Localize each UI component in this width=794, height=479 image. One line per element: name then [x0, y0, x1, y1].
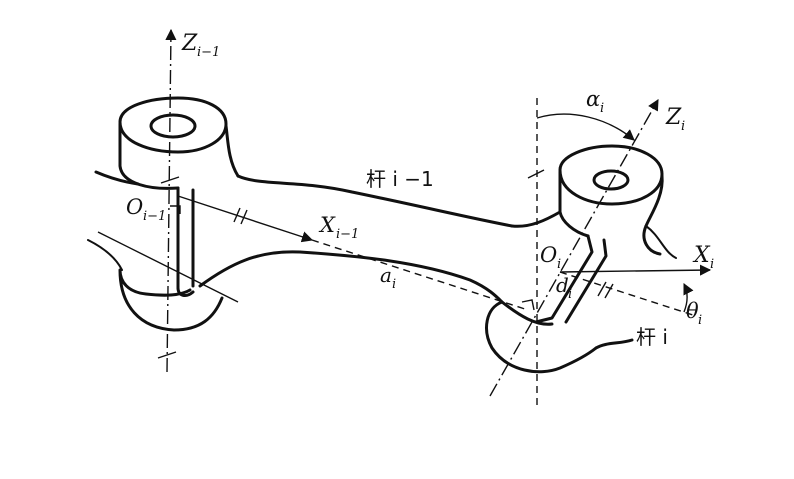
- left-hole: [149, 113, 197, 139]
- svg-text:i: i: [710, 257, 714, 272]
- svg-text:i−1: i−1: [143, 209, 166, 224]
- svg-text:O: O: [540, 243, 557, 267]
- x-prev-axis: [177, 195, 314, 243]
- left-bottom-cap: [118, 268, 224, 332]
- svg-text:i: i: [557, 257, 561, 272]
- label-z-prev: Z i−1: [181, 31, 220, 60]
- right-top-cap: [558, 144, 664, 206]
- z-prev-axis: [165, 28, 177, 373]
- right-hole: [592, 169, 630, 191]
- label-theta-i: θ i: [686, 299, 702, 328]
- svg-text:i: i: [568, 287, 572, 302]
- svg-text:α: α: [586, 87, 600, 111]
- svg-text:i: i: [392, 277, 396, 292]
- svg-text:θ: θ: [686, 299, 699, 323]
- svg-text:a: a: [380, 263, 392, 287]
- svg-text:i: i: [681, 119, 685, 134]
- label-d-i: d i: [556, 273, 572, 302]
- svg-text:X: X: [692, 243, 711, 268]
- label-o-prev: O i−1: [126, 195, 166, 224]
- label-x-prev: X i−1: [318, 213, 359, 242]
- svg-text:O: O: [126, 195, 143, 219]
- right-bottom-cap: [485, 300, 598, 374]
- label-link-prev: 杆 i −1: [366, 167, 434, 191]
- common-normal-a: [311, 239, 529, 311]
- theta-arc: [683, 282, 694, 313]
- svg-text:i: i: [600, 101, 604, 116]
- left-joint: [87, 28, 240, 373]
- label-a-i: a i: [380, 263, 396, 292]
- label-x-i: X i: [692, 243, 714, 272]
- label-alpha-i: α i: [586, 87, 604, 116]
- svg-text:i: i: [698, 313, 702, 328]
- svg-text:X: X: [318, 213, 336, 237]
- alpha-arc: [536, 113, 635, 141]
- left-top-cap: [118, 96, 228, 154]
- svg-text:d: d: [556, 273, 569, 297]
- svg-text:Z: Z: [665, 105, 682, 130]
- label-link-i: 杆 i: [636, 325, 668, 349]
- svg-text:i−1: i−1: [197, 45, 220, 60]
- svg-text:Z: Z: [181, 31, 198, 56]
- svg-text:i−1: i−1: [336, 227, 359, 242]
- z-i-axis: [489, 99, 659, 397]
- label-z-i: Z i: [665, 105, 685, 134]
- label-o-i: O i: [540, 243, 561, 272]
- right-joint: [485, 98, 712, 408]
